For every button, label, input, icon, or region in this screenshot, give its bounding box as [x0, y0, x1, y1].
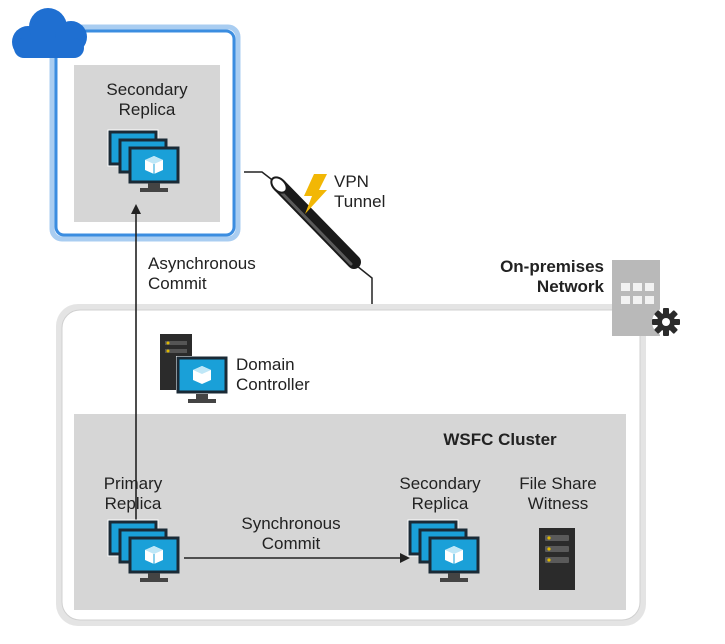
- domain-controller-label-line2: Controller: [236, 375, 310, 394]
- vpn-tunnel-label-line1: VPN: [334, 172, 369, 191]
- asynchronous-commit-label-line2: Commit: [148, 274, 207, 293]
- on-premises-network-label: On-premises Network: [470, 257, 604, 297]
- wsfc-cluster-title: WSFC Cluster: [443, 430, 557, 449]
- file-share-witness-label-line1: File Share: [519, 474, 597, 493]
- azure-secondary-replica-label-line2: Replica: [118, 100, 176, 119]
- synchronous-commit-label: Synchronous Commit: [226, 514, 356, 554]
- primary-replica-label-line1: Primary: [103, 474, 163, 493]
- on-premises-network-label-line1: On-premises: [500, 257, 604, 276]
- cloud-icon: [12, 8, 87, 58]
- azure-secondary-replica-label: Secondary Replica: [84, 80, 210, 120]
- domain-controller-label-line1: Domain: [236, 355, 295, 374]
- lightning-bolt-icon: [304, 174, 327, 214]
- synchronous-commit-label-line1: Synchronous: [241, 514, 341, 533]
- cluster-secondary-replica-label-line2: Replica: [411, 494, 469, 513]
- file-share-witness-label: File Share Witness: [508, 474, 608, 514]
- vpn-tunnel-label: VPN Tunnel: [334, 172, 414, 212]
- cluster-secondary-replica-label-line1: Secondary: [399, 474, 481, 493]
- building-gear-icon: [612, 260, 680, 336]
- on-premises-network-label-line2: Network: [536, 277, 604, 296]
- asynchronous-commit-label: Asynchronous Commit: [148, 254, 288, 294]
- vpn-tunnel-icon: [270, 176, 361, 269]
- azure-secondary-replica-label-line1: Secondary: [106, 80, 188, 99]
- primary-replica-label: Primary Replica: [88, 474, 178, 514]
- cluster-secondary-replica-label: Secondary Replica: [388, 474, 492, 514]
- file-share-witness-label-line2: Witness: [527, 494, 589, 513]
- primary-replica-label-line2: Replica: [104, 494, 162, 513]
- file-share-witness-icon: [539, 528, 575, 590]
- domain-controller-icon: [160, 334, 228, 403]
- domain-controller-label: Domain Controller: [236, 355, 356, 395]
- synchronous-commit-label-line2: Commit: [261, 534, 321, 553]
- vpn-connector-bottom: [351, 261, 373, 304]
- wsfc-cluster-panel: [74, 414, 626, 610]
- asynchronous-commit-label-line1: Asynchronous: [148, 254, 256, 273]
- vpn-tunnel-label-line2: Tunnel: [334, 192, 386, 211]
